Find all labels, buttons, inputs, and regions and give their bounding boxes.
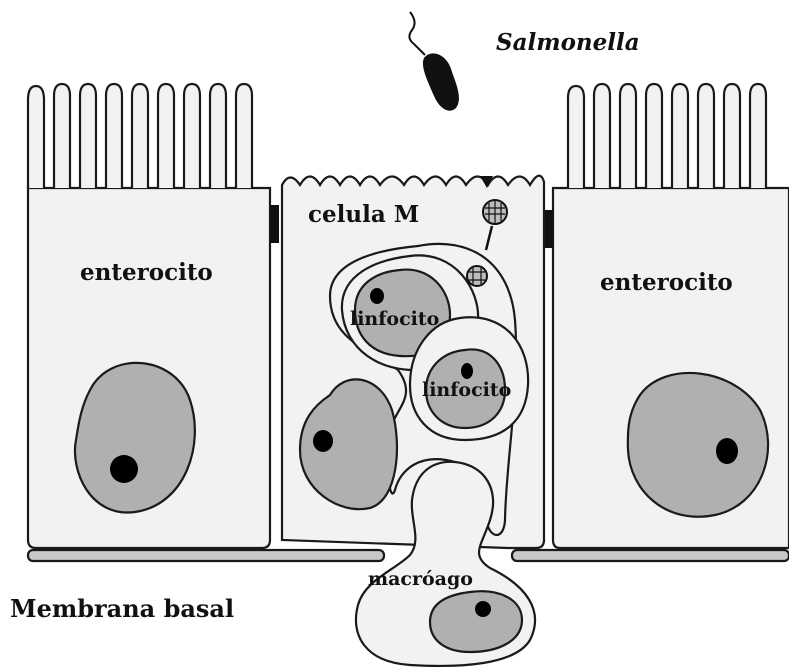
basal-membrane-label: Membrana basal <box>10 594 234 623</box>
lymphocyte-1-label: linfocito <box>350 308 439 330</box>
tight-junction-right <box>544 210 553 248</box>
tight-junction-left <box>270 205 279 243</box>
m-cell-nucleolus <box>313 430 333 452</box>
enterocyte-right-label: enterocito <box>600 269 733 296</box>
m-cell-label: celula M <box>308 201 419 228</box>
vesicle-lower-icon <box>467 266 487 286</box>
lymphocyte-2-label: linfocito <box>422 379 511 401</box>
lymphocyte-2: linfocito <box>410 317 528 440</box>
macrophage-label: macróago <box>368 568 473 590</box>
enterocyte-left-label: enterocito <box>80 259 213 286</box>
enterocyte-right-nucleolus <box>716 438 738 464</box>
salmonella-body-icon <box>423 53 459 110</box>
enterocyte-right-microvilli <box>568 84 766 188</box>
lymphocyte-1-nucleolus <box>370 288 384 304</box>
macrophage-nucleolus <box>475 601 491 617</box>
basal-membrane-right <box>512 550 789 561</box>
enterocyte-right: enterocito <box>544 84 789 548</box>
macrophage-nucleus <box>430 591 522 652</box>
basal-membrane-left <box>28 550 384 561</box>
enterocyte-left-nucleolus <box>110 455 138 483</box>
salmonella-flagellum-icon <box>409 12 425 55</box>
lymphocyte-2-nucleolus <box>461 363 473 379</box>
enterocyte-left: enterocito <box>28 84 279 548</box>
enterocyte-left-microvilli <box>28 84 252 188</box>
salmonella-label: Salmonella <box>496 29 640 56</box>
enterocyte-right-nucleus <box>628 373 768 517</box>
